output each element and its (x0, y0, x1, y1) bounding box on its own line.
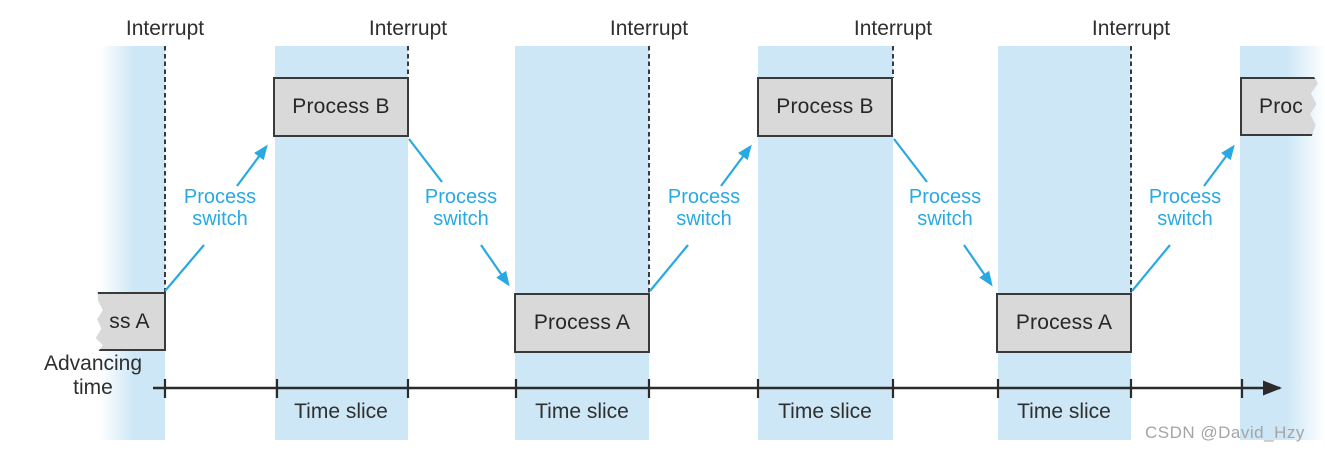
time-slice-label-4: Time slice (1017, 400, 1111, 423)
process-b-box-1: Process B (273, 77, 409, 137)
interrupt-dashed-line-2 (407, 46, 409, 78)
process-switch-label-3: Process switch (667, 186, 741, 230)
process-switch-label-2: Process switch (424, 186, 498, 230)
switch-5-tail-line (1131, 244, 1171, 292)
process-box-label: Process B (292, 95, 390, 118)
switch-3-arrow (720, 144, 752, 187)
process-box-label: Process A (533, 311, 631, 334)
time-slice-band-1 (100, 46, 165, 440)
switch-3-tail-line (649, 244, 689, 292)
switch-1-arrow (236, 144, 268, 187)
interrupt-dashed-line-3 (648, 46, 650, 293)
process-a-box-1: Process A (514, 293, 650, 353)
interrupt-label-1: Interrupt (125, 17, 205, 40)
process-box-label: ss A (109, 309, 150, 333)
time-slice-band-5 (998, 46, 1131, 440)
switch-1-tail-line (164, 244, 205, 292)
timeline-ticks (163, 379, 1244, 398)
switch-5-arrow (1203, 144, 1235, 187)
process-box-label: Proc (1259, 94, 1303, 118)
process-box-label: Process B (776, 95, 874, 118)
switch-4-arrow (963, 244, 993, 287)
interrupt-label-4: Interrupt (853, 17, 933, 40)
switch-2-arrow (480, 244, 510, 287)
process-a-box-partial-left: ss A (95, 292, 166, 351)
time-slice-band-3 (515, 46, 649, 440)
process-b-box-partial-right: Proc (1240, 77, 1318, 136)
interrupt-dashed-line-5 (1130, 46, 1132, 293)
process-a-box-2: Process A (996, 293, 1132, 353)
interrupt-dashed-line-1 (164, 46, 166, 292)
switch-4-tail-line (893, 138, 928, 183)
process-box-label: Process A (1015, 311, 1113, 334)
time-slice-label-1: Time slice (294, 400, 388, 423)
process-switch-label-1: Process switch (183, 186, 257, 230)
process-b-box-2: Process B (757, 77, 893, 137)
advancing-time-label: Advancing time (43, 352, 143, 399)
interrupt-label-2: Interrupt (368, 17, 448, 40)
interrupt-dashed-line-4 (892, 46, 894, 78)
interrupt-label-5: Interrupt (1091, 17, 1171, 40)
switch-2-tail-line (408, 138, 443, 183)
time-slice-label-3: Time slice (778, 400, 872, 423)
process-switch-label-4: Process switch (908, 186, 982, 230)
interrupt-label-3: Interrupt (609, 17, 689, 40)
time-slice-label-2: Time slice (535, 400, 629, 423)
watermark-text: CSDN @David_Hzy (1145, 423, 1305, 442)
process-switch-label-5: Process switch (1148, 186, 1222, 230)
